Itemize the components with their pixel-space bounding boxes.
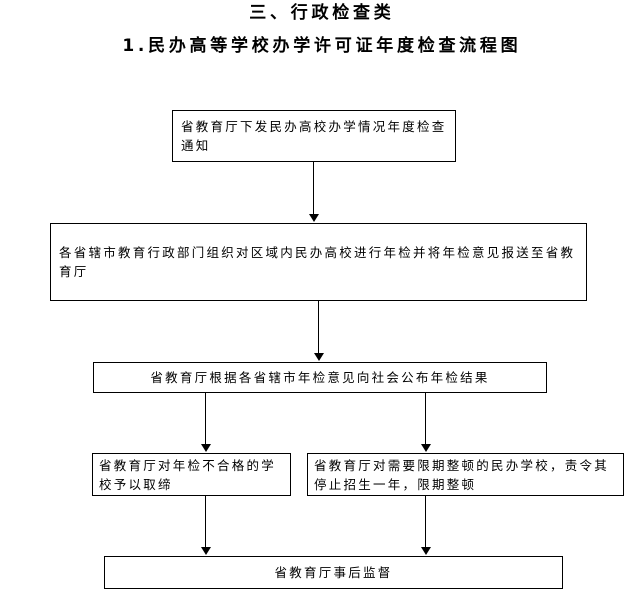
down-arrow-icon <box>421 444 431 452</box>
connector-publish-to-revoke <box>205 393 206 445</box>
flow-node-revoke-label: 省教育厅对年检不合格的学校予以取缔 <box>99 457 277 492</box>
connector-publish-to-rectify <box>425 393 426 445</box>
page-title: 1.民办高等学校办学许可证年度检查流程图 <box>122 36 522 56</box>
down-arrow-icon <box>309 214 319 222</box>
flow-node-rectify: 省教育厅对需要限期整顿的民办学校，责令其停止招生一年，限期整顿 <box>307 453 624 496</box>
down-arrow-icon <box>421 547 431 555</box>
connector-rectify-to-supervise <box>425 496 426 548</box>
connector-city-review-to-publish <box>318 301 319 354</box>
connector-revoke-to-supervise <box>205 496 206 548</box>
connector-notice-to-city-review <box>313 162 314 215</box>
down-arrow-icon <box>201 547 211 555</box>
flow-node-supervise: 省教育厅事后监督 <box>104 556 563 589</box>
flow-node-city-review-label: 各省辖市教育行政部门组织对区域内民办高校进行年检并将年检意见报送至省教育厅 <box>59 245 576 279</box>
down-arrow-icon <box>201 444 211 452</box>
section-heading: 三、行政检查类 <box>249 3 395 23</box>
flow-node-supervise-label: 省教育厅事后监督 <box>274 565 393 580</box>
flow-node-publish: 省教育厅根据各省辖市年检意见向社会公布年检结果 <box>93 362 547 393</box>
flow-node-revoke: 省教育厅对年检不合格的学校予以取缔 <box>92 453 291 496</box>
flow-node-publish-label: 省教育厅根据各省辖市年检意见向社会公布年检结果 <box>150 370 490 385</box>
flow-node-city-review: 各省辖市教育行政部门组织对区域内民办高校进行年检并将年检意见报送至省教育厅 <box>50 223 587 301</box>
flow-node-notice-label: 省教育厅下发民办高校办学情况年度检查通知 <box>181 119 447 153</box>
flow-node-rectify-label: 省教育厅对需要限期整顿的民办学校，责令其停止招生一年，限期整顿 <box>314 457 610 492</box>
down-arrow-icon <box>314 353 324 361</box>
flow-node-notice: 省教育厅下发民办高校办学情况年度检查通知 <box>172 110 456 162</box>
